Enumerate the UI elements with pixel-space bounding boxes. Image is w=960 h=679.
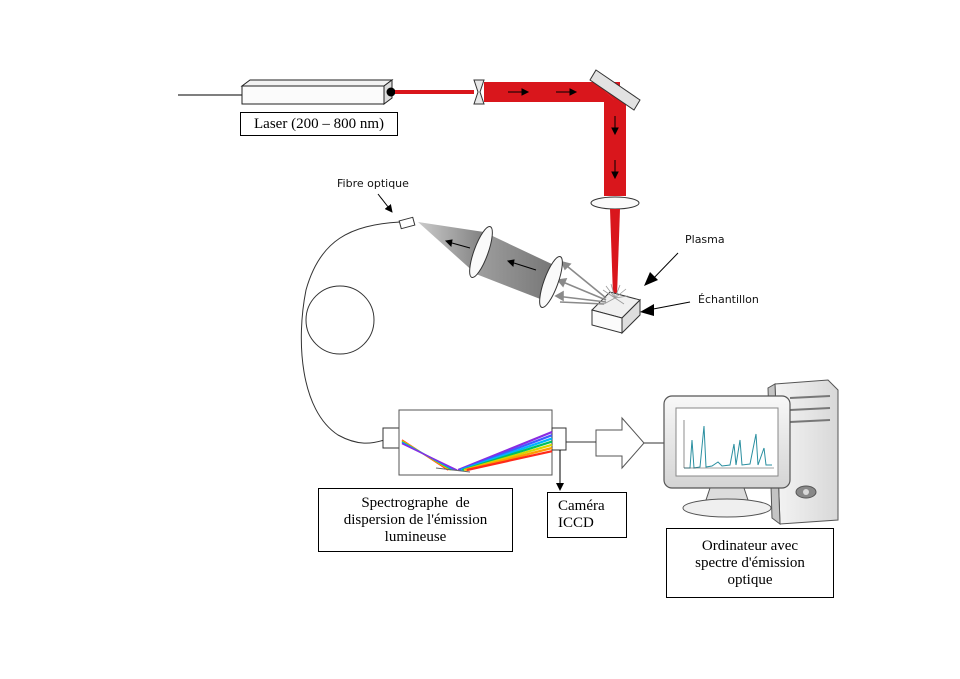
optical-fibre bbox=[300, 221, 401, 444]
spectrograph-label-line-3: lumineuse bbox=[384, 528, 447, 545]
computer-monitor bbox=[663, 395, 791, 518]
plasma-label: Plasma bbox=[685, 233, 725, 246]
focusing-cone bbox=[418, 222, 484, 274]
plasma-label-arrow bbox=[644, 252, 679, 286]
data-transfer-arrow bbox=[566, 416, 665, 470]
fibre-loop bbox=[305, 285, 375, 355]
sample-label-arrow bbox=[640, 301, 691, 316]
computer-label: Ordinateur avec spectre d'émission optiq… bbox=[666, 528, 834, 598]
spectrograph bbox=[382, 409, 567, 476]
computer-label-line-1: Ordinateur avec bbox=[701, 537, 799, 554]
fibre-connector bbox=[398, 216, 416, 230]
camera-label-line-2: ICCD bbox=[558, 515, 594, 531]
spectrograph-label-line-2: dispersion de l'émission bbox=[343, 511, 488, 528]
camera-label-line-1: Caméra bbox=[558, 498, 605, 514]
plasma-rays bbox=[602, 283, 629, 305]
collection-lens-2 bbox=[539, 256, 563, 308]
beam-focused bbox=[610, 209, 620, 296]
rainbow-dispersed-ray bbox=[466, 450, 553, 472]
monitor-spectrum-plot bbox=[684, 425, 772, 469]
sample-label: Échantillon bbox=[698, 293, 759, 306]
diverging-lens bbox=[473, 79, 485, 105]
computer-tower bbox=[767, 379, 839, 526]
spectrograph-label: Spectrographe de dispersion de l'émissio… bbox=[318, 488, 513, 552]
cone-arrows bbox=[444, 239, 537, 271]
collimated-beam bbox=[476, 232, 556, 302]
focusing-lens bbox=[590, 196, 640, 210]
fibre-label-arrow bbox=[377, 193, 393, 213]
beam-arrows bbox=[508, 88, 619, 180]
camera-label: Caméra ICCD bbox=[547, 492, 627, 538]
computer-label-line-2: spectre d'émission bbox=[695, 554, 805, 571]
fibre-label: Fibre optique bbox=[337, 177, 409, 190]
rainbow-incident-ray bbox=[401, 442, 458, 471]
mirror bbox=[589, 69, 641, 111]
laser-label-text: Laser (200 – 800 nm) bbox=[254, 115, 384, 132]
computer-label-line-3: optique bbox=[727, 571, 773, 588]
dispersion-rainbow bbox=[401, 430, 553, 472]
collection-rays bbox=[554, 260, 607, 305]
collection-lens-1 bbox=[469, 226, 493, 278]
spectrograph-label-line-1: Spectrographe de bbox=[361, 494, 470, 511]
beam-wide-horizontal bbox=[484, 82, 616, 102]
laser-label: Laser (200 – 800 nm) bbox=[240, 112, 398, 136]
laser-box bbox=[240, 79, 396, 105]
